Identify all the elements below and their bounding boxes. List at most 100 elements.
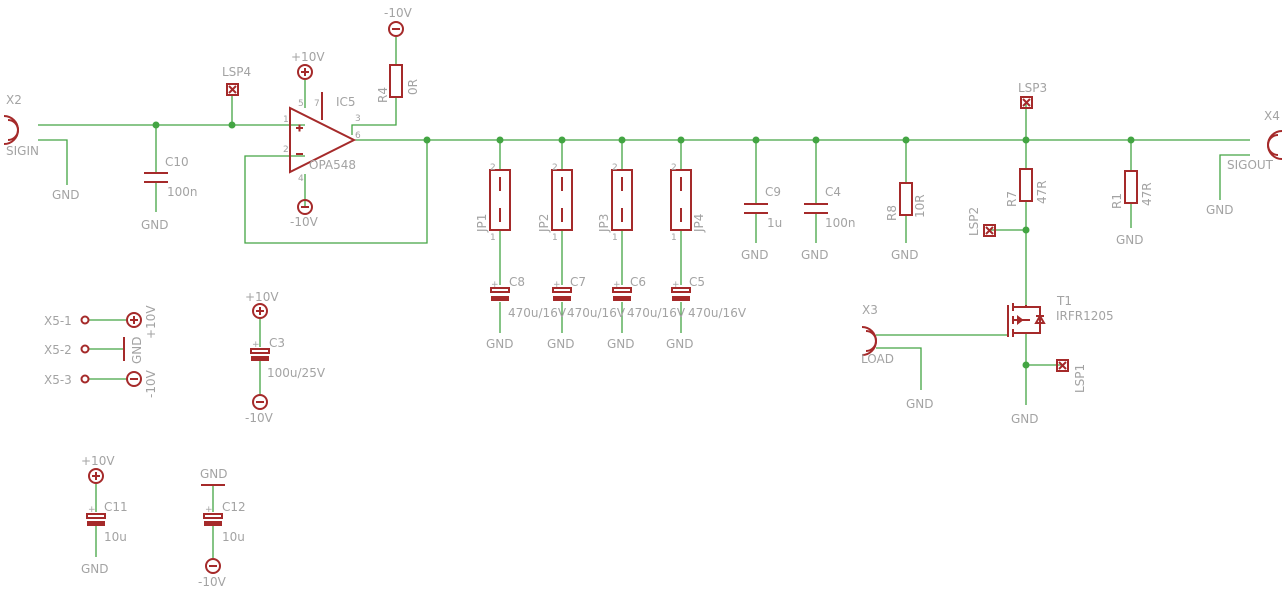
svg-text:5: 5 <box>298 99 304 109</box>
gnd-label: GND <box>801 248 829 262</box>
test-point-lsp2[interactable]: LSP2 <box>967 207 996 237</box>
svg-text:0R: 0R <box>406 79 420 95</box>
svg-text:-10V: -10V <box>144 369 158 398</box>
connector-x4[interactable]: X4 SIGOUT GND <box>1206 109 1283 217</box>
capacitor-c8[interactable]: + C8 470u/16V GND <box>486 275 567 351</box>
svg-text:-10V: -10V <box>290 215 319 229</box>
capacitor-c3[interactable]: +10V + C3 100u/25V -10V <box>245 290 326 425</box>
svg-text:R7: R7 <box>1005 191 1019 207</box>
gnd-label: GND <box>1011 412 1039 426</box>
capacitor-c12[interactable]: GND + C12 10u -10V <box>198 467 246 589</box>
svg-text:C6: C6 <box>630 275 646 289</box>
svg-text:47R: 47R <box>1140 182 1154 206</box>
svg-text:100n: 100n <box>825 216 856 230</box>
capacitor-c9[interactable]: C9 1u GND <box>741 185 782 262</box>
svg-text:1: 1 <box>552 233 558 243</box>
svg-text:C3: C3 <box>269 336 285 350</box>
svg-text:1: 1 <box>490 233 496 243</box>
svg-text:X5-2: X5-2 <box>44 343 72 357</box>
svg-text:C9: C9 <box>765 185 781 199</box>
svg-text:+: + <box>672 280 680 290</box>
svg-text:100u/25V: 100u/25V <box>267 366 326 380</box>
svg-text:R1: R1 <box>1110 193 1124 209</box>
svg-text:2: 2 <box>552 163 558 173</box>
capacitor-c11[interactable]: +10V + C11 10u GND <box>81 454 128 576</box>
svg-text:6: 6 <box>355 131 361 141</box>
wires <box>38 37 1250 558</box>
svg-text:+10V: +10V <box>291 50 325 64</box>
svg-text:+: + <box>491 280 499 290</box>
jumper-jp1[interactable]: 2 1 JP1 <box>475 163 511 243</box>
ground-x5: GND <box>123 336 144 364</box>
svg-text:GND: GND <box>130 336 144 364</box>
svg-text:X5-1: X5-1 <box>44 314 72 328</box>
junction-dots <box>152 121 1135 369</box>
svg-text:470u/16V: 470u/16V <box>508 306 567 320</box>
svg-text:-10V: -10V <box>198 575 227 589</box>
capacitor-c10[interactable]: C10 100n GND <box>141 155 198 232</box>
jumper-jp4[interactable]: 2 1 JP4 <box>670 163 706 243</box>
resistor-r8[interactable]: R8 10R GND <box>885 182 927 262</box>
resistor-r4[interactable]: -10V R4 0R <box>376 6 420 103</box>
svg-text:+: + <box>553 280 561 290</box>
svg-text:1u: 1u <box>767 216 782 230</box>
svg-text:2: 2 <box>490 163 496 173</box>
svg-text:1: 1 <box>283 115 289 125</box>
svg-text:C4: C4 <box>825 185 841 199</box>
jumper-jp3[interactable]: 2 1 JP3 <box>597 163 633 243</box>
svg-text:IC5: IC5 <box>336 95 356 109</box>
mosfet-t1[interactable]: T1 IRFR1205 <box>1007 294 1114 337</box>
svg-text:+: + <box>252 340 260 350</box>
gnd-label: GND <box>81 562 109 576</box>
capacitor-c7[interactable]: + C7 470u/16V GND <box>547 275 626 351</box>
connector-x3[interactable]: X3 LOAD GND <box>861 303 934 411</box>
svg-text:C5: C5 <box>689 275 705 289</box>
svg-text:SIGIN: SIGIN <box>6 144 39 158</box>
connector-x5[interactable]: X5-1 X5-2 X5-3 <box>44 314 90 387</box>
svg-text:JP1: JP1 <box>475 214 489 233</box>
svg-text:4: 4 <box>298 174 304 184</box>
jumper-jp2[interactable]: 2 1 JP2 <box>537 163 573 243</box>
test-point-lsp1[interactable]: LSP1 <box>1056 359 1087 393</box>
resistor-r1[interactable]: R1 47R GND <box>1110 170 1154 247</box>
svg-text:LSP2: LSP2 <box>967 207 981 236</box>
capacitor-c5[interactable]: + C5 470u/16V GND <box>666 275 747 351</box>
svg-text:2: 2 <box>612 163 618 173</box>
svg-text:C7: C7 <box>570 275 586 289</box>
svg-text:X4: X4 <box>1264 109 1280 123</box>
svg-text:X3: X3 <box>862 303 878 317</box>
svg-text:2: 2 <box>671 163 677 173</box>
capacitor-c4[interactable]: C4 100n GND <box>801 185 856 262</box>
opamp-ic5[interactable]: IC5 OPA548 1 2 3 4 5 6 7 <box>283 92 361 184</box>
test-point-lsp3[interactable]: LSP3 <box>1018 81 1047 109</box>
svg-text:470u/16V: 470u/16V <box>567 306 626 320</box>
test-point-lsp4[interactable]: LSP4 <box>222 65 251 96</box>
svg-text:470u/16V: 470u/16V <box>627 306 686 320</box>
svg-text:C10: C10 <box>165 155 189 169</box>
svg-text:1: 1 <box>671 233 677 243</box>
svg-text:GND: GND <box>200 467 228 481</box>
svg-text:R4: R4 <box>376 87 390 103</box>
connector-x2[interactable]: X2 SIGIN <box>3 93 39 158</box>
gnd-label: GND <box>741 248 769 262</box>
svg-text:X5-3: X5-3 <box>44 373 72 387</box>
svg-text:JP3: JP3 <box>597 214 611 233</box>
capacitor-c6[interactable]: + C6 470u/16V GND <box>607 275 686 351</box>
gnd-label: GND <box>52 188 80 202</box>
svg-text:7: 7 <box>314 99 320 109</box>
svg-text:LSP4: LSP4 <box>222 65 251 79</box>
supply-plus-10v-x5: +10V <box>126 305 158 339</box>
gnd-label: GND <box>666 337 694 351</box>
supply-minus-10v-x5: -10V <box>126 369 158 398</box>
svg-text:10R: 10R <box>913 194 927 218</box>
svg-text:+10V: +10V <box>245 290 279 304</box>
svg-text:-10V: -10V <box>384 6 413 20</box>
svg-text:3: 3 <box>355 114 361 124</box>
resistor-r7[interactable]: R7 47R <box>1005 168 1049 207</box>
svg-text:JP2: JP2 <box>537 214 551 233</box>
svg-text:2: 2 <box>283 145 289 155</box>
svg-text:47R: 47R <box>1035 180 1049 204</box>
svg-text:LOAD: LOAD <box>861 352 894 366</box>
svg-text:JP4: JP4 <box>692 214 706 233</box>
